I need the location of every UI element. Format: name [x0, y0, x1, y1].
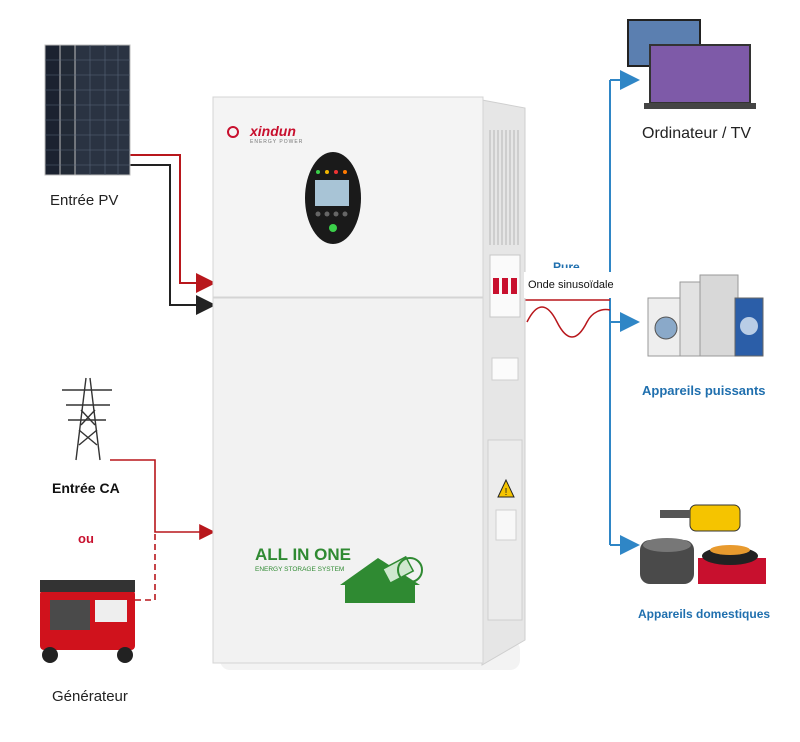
ac-input-wire [110, 459, 216, 540]
solar-panel-image [44, 44, 131, 176]
pv-positive-wire [128, 154, 216, 293]
unit-side-vents [489, 130, 519, 245]
unit-side-label [491, 357, 519, 381]
tv-laptop-image [627, 19, 756, 109]
computer-tv-label: Ordinateur / TV [642, 125, 752, 142]
ac-input-label: Entrée CA [52, 480, 120, 496]
unit-buttons [315, 211, 348, 217]
power-pylon-image [62, 377, 112, 461]
pure-partial-label: Pure [553, 260, 580, 268]
brand-logo-icon [227, 126, 239, 138]
brand-subtitle: ENERGY POWER [250, 139, 304, 145]
generator-image [40, 580, 135, 663]
home-appliances-image [640, 504, 766, 584]
warning-icon [497, 478, 515, 498]
breaker-1 [493, 278, 499, 294]
breaker-3 [511, 278, 517, 294]
unit-indicator-leds [316, 170, 347, 174]
unit-side-sticker [495, 509, 517, 541]
unit-lcd-screen [315, 180, 349, 206]
unit-front-bottom [212, 297, 484, 664]
sine-wave [526, 306, 611, 338]
power-button[interactable] [329, 224, 337, 232]
breaker-2 [502, 278, 508, 294]
product-title: ALL IN ONE [255, 545, 352, 564]
home-appliances-label: Appareils domestiques [638, 607, 771, 621]
heavy-appliances-label: Appareils puissants [642, 383, 766, 398]
sine-wave-label: Onde sinusoïdale [528, 279, 614, 291]
house-solar-graphic [340, 555, 423, 603]
generator-wire [135, 532, 156, 601]
pv-input-label: Entrée PV [50, 192, 119, 209]
svg-text:!: ! [505, 487, 508, 498]
product-subtitle: ENERGY STORAGE SYSTEM [255, 566, 345, 573]
pv-negative-wire [128, 164, 216, 315]
or-label: ou [78, 531, 94, 546]
generator-label: Générateur [52, 688, 128, 705]
heavy-appliances-image [647, 274, 764, 357]
brand-name: xindun [250, 123, 296, 139]
